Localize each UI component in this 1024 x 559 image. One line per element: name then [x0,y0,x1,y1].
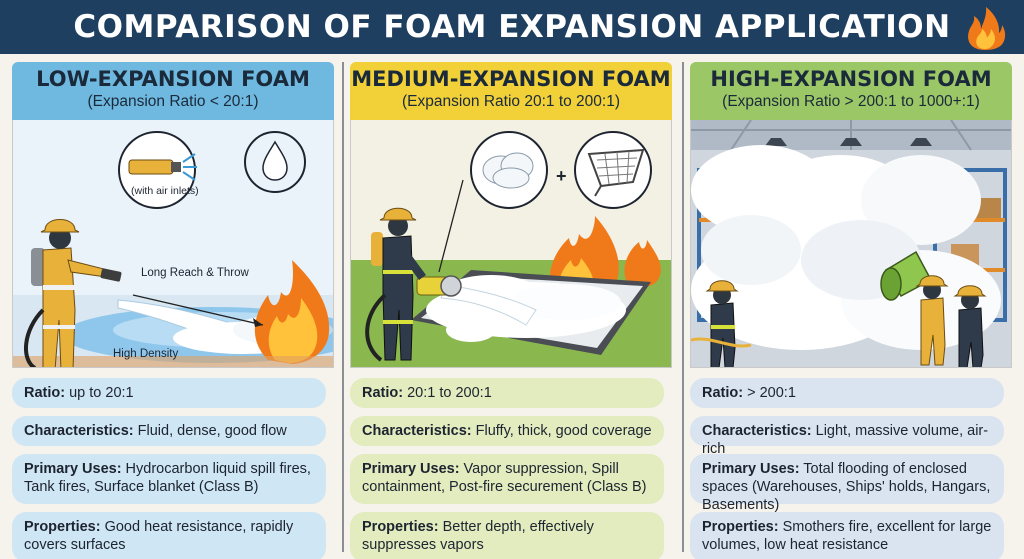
low-expansion-illustration: High Density Long Reach & Throw (with ai… [12,120,334,368]
characteristics-pill: Characteristics: Fluid, dense, good flow [12,416,326,446]
properties-pill: Properties: Good heat resistance, rapidl… [12,512,326,559]
column-divider [342,62,344,552]
high-expansion-column: HIGH-EXPANSION FOAM (Expansion Ratio > 2… [690,62,1012,559]
characteristics-label: Characteristics: [362,423,472,439]
properties-label: Properties: [362,519,439,535]
ratio-value: up to 20:1 [65,385,134,401]
medium-expansion-illustration: + [350,120,672,368]
plus-sign: + [556,166,567,186]
nozzle-icon: (with air inlets) [118,131,199,209]
characteristics-pill: Characteristics: Fluffy, thick, good cov… [350,416,664,446]
title-bar: COMPARISON OF FOAM EXPANSION APPLICATION [0,0,1024,54]
medium-expansion-header: MEDIUM-EXPANSION FOAM (Expansion Ratio 2… [350,62,672,120]
water-drop-icon [244,131,306,193]
ratio-pill: Ratio: up to 20:1 [12,378,326,408]
primary-uses-label: Primary Uses: [24,461,122,477]
medium-expansion-heading: MEDIUM-EXPANSION FOAM [351,67,671,91]
ratio-label: Ratio: [24,385,66,401]
characteristics-label: Characteristics: [702,423,812,439]
properties-value: Smothers fire, excellent for large volum… [702,519,992,553]
ratio-pill: Ratio: > 200:1 [690,378,1004,408]
properties-pill: Properties: Better depth, effectively su… [350,512,664,559]
column-divider [682,62,684,552]
ratio-label: Ratio: [362,385,404,401]
primary-uses-pill: Primary Uses: Vapor suppression, Spill c… [350,454,664,504]
nozzle-callout-label: (with air inlets) [131,185,199,197]
primary-uses-pill: Primary Uses: Hydrocarbon liquid spill f… [12,454,326,504]
ratio-value: > 200:1 [743,385,796,401]
high-expansion-heading: HIGH-EXPANSION FOAM [710,67,992,91]
high-expansion-illustration [690,120,1012,368]
properties-value: Good heat resistance, rapidly covers sur… [24,519,294,553]
medium-expansion-info: Ratio: 20:1 to 200:1 Characteristics: Fl… [350,378,672,559]
ratio-pill: Ratio: 20:1 to 200:1 [350,378,664,408]
foam-cloud-icon [470,131,548,209]
medium-expansion-subheading: (Expansion Ratio 20:1 to 200:1) [402,93,620,110]
comparison-columns: LOW-EXPANSION FOAM (Expansion Ratio < 20… [0,54,1024,559]
primary-uses-label: Primary Uses: [362,461,460,477]
characteristics-label: Characteristics: [24,423,134,439]
page-title: COMPARISON OF FOAM EXPANSION APPLICATION [73,9,951,45]
high-expansion-subheading: (Expansion Ratio > 200:1 to 1000+:1) [722,93,980,110]
properties-label: Properties: [24,519,101,535]
primary-uses-value: Vapor suppression, Spill containment, Po… [362,461,647,495]
flame-icon [968,7,1006,50]
low-expansion-subheading: (Expansion Ratio < 20:1) [87,93,259,110]
high-density-label: High Density [113,348,178,360]
ratio-label: Ratio: [702,385,744,401]
properties-value: Better depth, effectively suppresses vap… [362,519,594,553]
medium-expansion-column: MEDIUM-EXPANSION FOAM (Expansion Ratio 2… [350,62,672,559]
high-expansion-header: HIGH-EXPANSION FOAM (Expansion Ratio > 2… [690,62,1012,120]
primary-uses-value: Total flooding of enclosed spaces (Wareh… [702,461,991,513]
characteristics-value: Fluffy, thick, good coverage [471,423,652,439]
low-expansion-heading: LOW-EXPANSION FOAM [36,67,310,91]
properties-label: Properties: [702,519,779,535]
primary-uses-label: Primary Uses: [702,461,800,477]
properties-pill: Properties: Smothers fire, excellent for… [690,512,1004,559]
characteristics-value: Fluid, dense, good flow [133,423,287,439]
low-expansion-header: LOW-EXPANSION FOAM (Expansion Ratio < 20… [12,62,334,120]
low-expansion-info: Ratio: up to 20:1 Characteristics: Fluid… [12,378,334,559]
net-screen-icon [574,131,652,209]
primary-uses-value: Hydrocarbon liquid spill fires, Tank fir… [24,461,311,495]
ratio-value: 20:1 to 200:1 [403,385,492,401]
primary-uses-pill: Primary Uses: Total flooding of enclosed… [690,454,1004,513]
low-expansion-column: LOW-EXPANSION FOAM (Expansion Ratio < 20… [12,62,334,559]
characteristics-value: Light, massive volume, air-rich [702,423,989,457]
characteristics-pill: Characteristics: Light, massive volume, … [690,416,1004,457]
long-reach-label: Long Reach & Throw [141,267,250,279]
high-expansion-info: Ratio: > 200:1 Characteristics: Light, m… [690,378,1012,559]
